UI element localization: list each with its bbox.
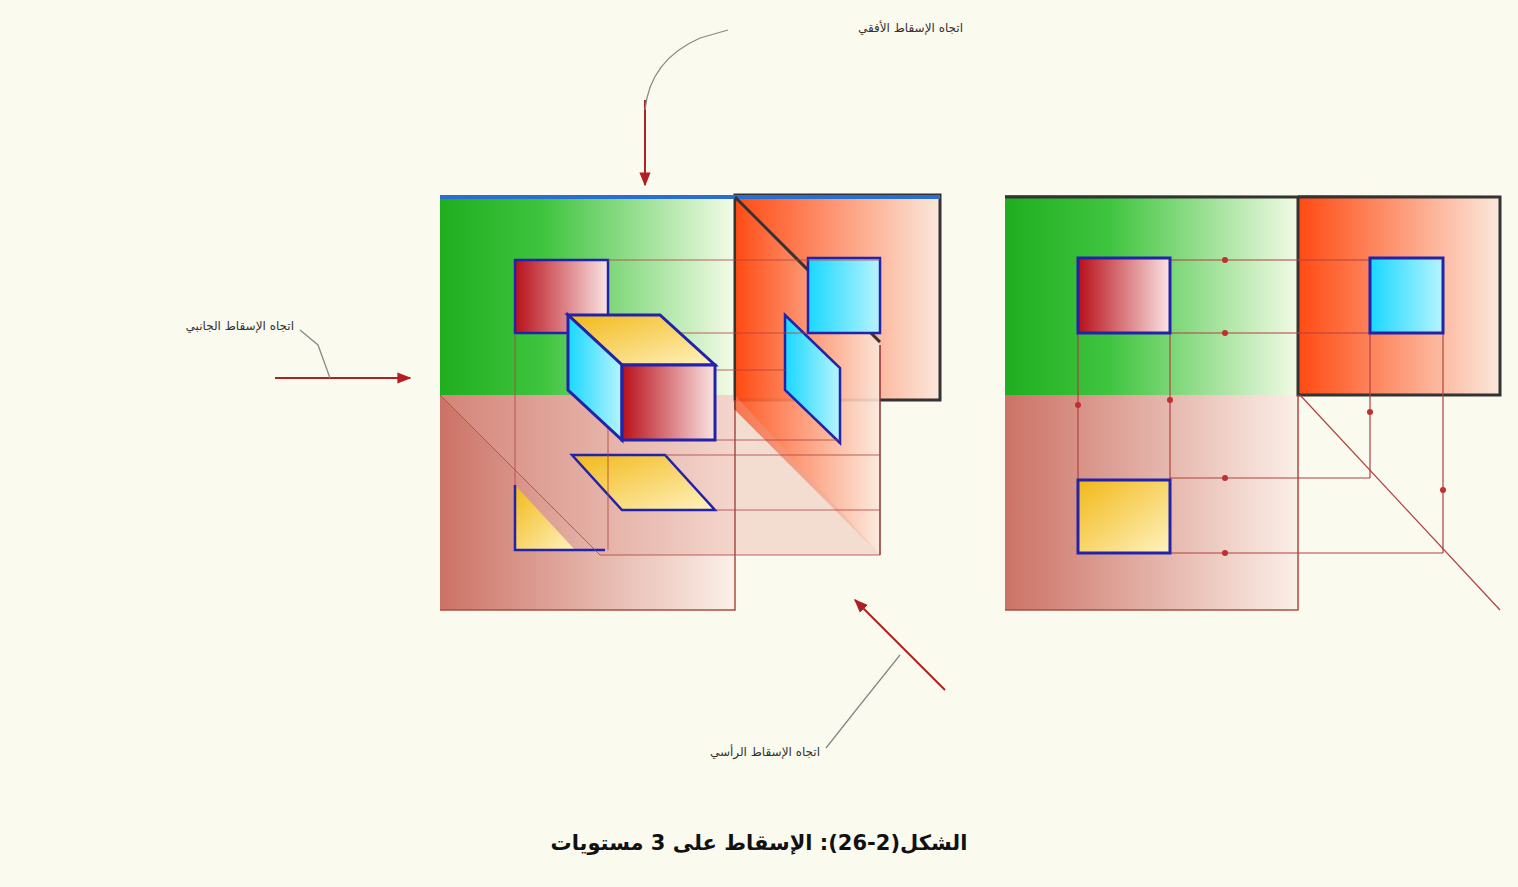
direction-label: اتجاه الإسقاط الأفقي <box>856 21 965 35</box>
direction-label: اتجاه الإسقاط الرأسي <box>708 745 822 759</box>
figure-caption: الشكل(2-26): الإسقاط على 3 مستويات <box>551 831 968 855</box>
direction-label: اتجاه الإسقاط الجانبي <box>184 319 296 333</box>
